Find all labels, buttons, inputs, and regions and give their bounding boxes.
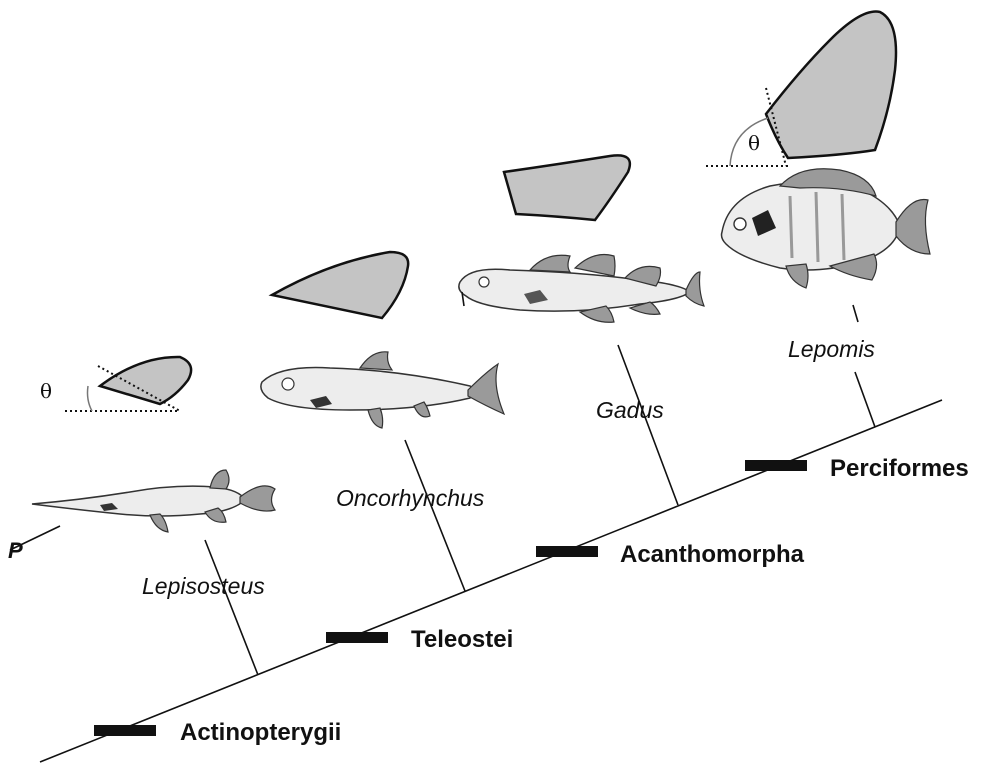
fin-shape-oncorhynchus (272, 252, 408, 318)
clade-label-acanthomorpha: Acanthomorpha (620, 541, 805, 568)
clade-label-actinopterygii: Actinopterygii (180, 719, 341, 746)
fin-shape-lepisosteus (100, 357, 191, 404)
fish-illustration-oncorhynchus (261, 352, 504, 428)
point-label-p: P (8, 538, 23, 563)
fin-shape-gadus (504, 155, 630, 220)
fish-illustration-gadus (459, 255, 704, 323)
branch-oncorhynchus (405, 440, 465, 591)
branch-gadus (618, 345, 678, 505)
taxon-label-lepomis: Lepomis (788, 336, 875, 362)
taxon-label-oncorhynchus: Oncorhynchus (336, 485, 485, 511)
taxon-label-gadus: Gadus (596, 397, 664, 423)
branch-lepisosteus (205, 540, 258, 675)
branch-lepomis (855, 372, 875, 427)
angle-label-lepisosteus: θ (40, 379, 52, 403)
fish-illustration-lepisosteus (10, 470, 275, 550)
clade-label-perciformes: Perciformes (830, 455, 969, 482)
angle-arc (88, 386, 93, 411)
clade-bar-actinopterygii (94, 725, 156, 736)
clade-bar-perciformes (745, 460, 807, 471)
clade-label-teleostei: Teleostei (411, 626, 513, 653)
taxon-label-lepisosteus: Lepisosteus (142, 573, 265, 599)
angle-label-lepomis: θ (748, 131, 760, 155)
fish-illustration-lepomis (722, 169, 931, 288)
clade-bar-acanthomorpha (536, 546, 598, 557)
clade-bar-teleostei (326, 632, 388, 643)
branch-lepomis-top (853, 305, 858, 322)
fin-shape-lepomis (766, 12, 896, 158)
